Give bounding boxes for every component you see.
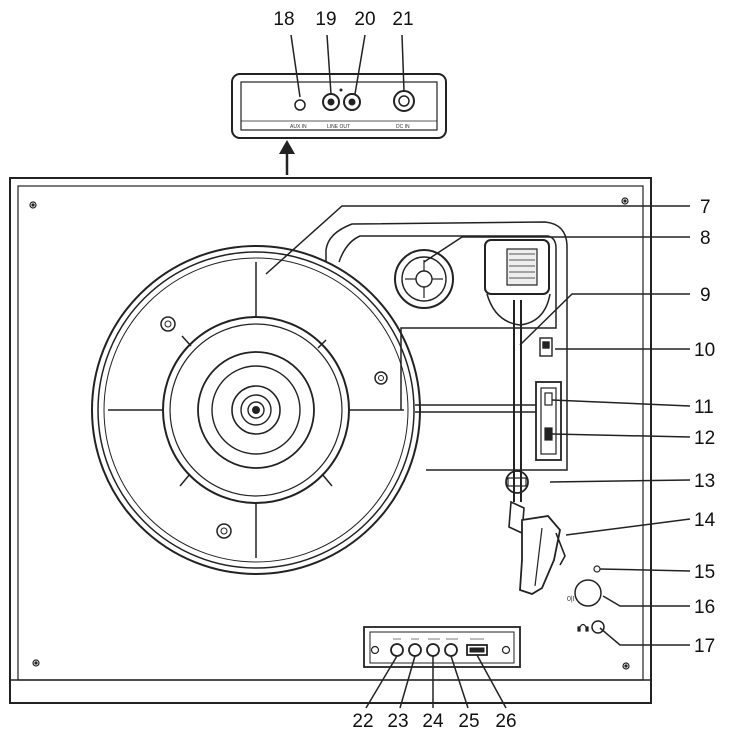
adapter-45rpm	[394, 249, 454, 309]
aux-in-jack	[294, 99, 306, 111]
headphone-icon	[577, 623, 589, 632]
svg-text:DC IN: DC IN	[396, 124, 410, 130]
platter	[91, 245, 421, 575]
tonearm-base-outline	[325, 221, 568, 471]
button-23	[408, 643, 422, 657]
callout-12: 12	[694, 428, 715, 449]
switch-panel	[535, 381, 562, 461]
volume-knob: 0|I	[567, 579, 602, 607]
front-control-panel	[363, 626, 521, 668]
callout-11: 11	[694, 397, 714, 418]
arrow-up-icon	[279, 140, 295, 175]
headphone-jack	[591, 620, 605, 634]
button-24	[426, 643, 440, 657]
callout-25: 25	[458, 711, 479, 732]
svg-text:LINE OUT: LINE OUT	[327, 124, 350, 130]
callout-9: 9	[700, 285, 711, 306]
leader-lines	[265, 34, 691, 709]
callout-19: 19	[315, 9, 336, 30]
callout-18: 18	[273, 9, 294, 30]
tonearm	[484, 239, 566, 595]
callout-23: 23	[387, 711, 408, 732]
callout-22: 22	[352, 711, 373, 732]
callout-10: 10	[694, 340, 715, 361]
rear-panel: AUX IN LINE OUT DC IN	[231, 73, 447, 139]
corner-screws	[29, 197, 630, 670]
callout-8: 8	[700, 228, 711, 249]
callout-13: 13	[694, 471, 715, 492]
callout-17: 17	[694, 636, 715, 657]
callout-24: 24	[422, 711, 444, 732]
svg-text:0|I: 0|I	[567, 596, 575, 603]
button-22	[390, 643, 404, 657]
callout-20: 20	[354, 9, 375, 30]
callout-16: 16	[694, 597, 715, 618]
button-25	[444, 643, 458, 657]
callout-15: 15	[694, 562, 715, 583]
callout-7: 7	[700, 197, 711, 218]
callout-14: 14	[694, 510, 716, 531]
callout-21: 21	[392, 9, 413, 30]
lift-lever	[539, 337, 553, 357]
callout-26: 26	[495, 711, 516, 732]
callout-labels: 18 19 20 21 7 8 9 10 11 12 13 14 15 16 1…	[273, 9, 715, 732]
svg-text:AUX IN: AUX IN	[290, 124, 307, 130]
